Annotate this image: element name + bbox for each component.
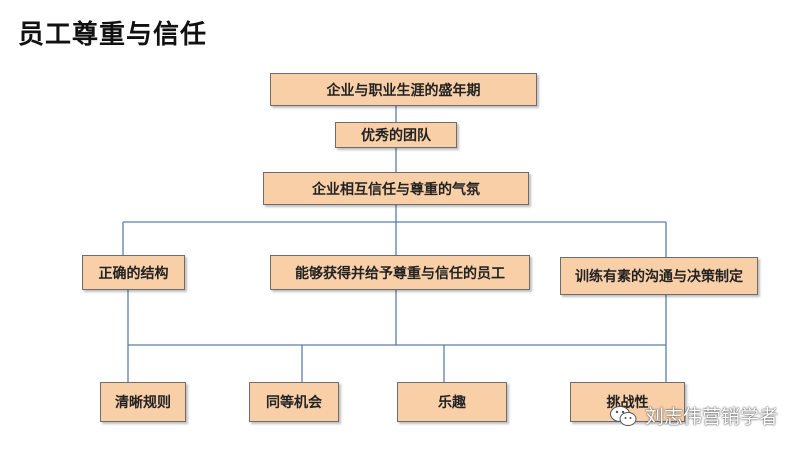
node-equal-opportunity: 同等机会 — [249, 382, 339, 422]
node-career-peak: 企业与职业生涯的盛年期 — [270, 73, 537, 106]
watermark-text: 刘志伟营销学者 — [644, 406, 778, 428]
page-title: 员工尊重与信任 — [18, 20, 208, 50]
wechat-icon — [609, 405, 637, 426]
node-fun: 乐趣 — [397, 382, 507, 422]
node-respected-employees: 能够获得并给予尊重与信任的员工 — [270, 255, 530, 290]
node-mutual-trust-atmosphere: 企业相互信任与尊重的气氛 — [263, 172, 529, 205]
watermark: 刘志伟营销学者 — [609, 402, 778, 429]
node-correct-structure: 正确的结构 — [82, 255, 185, 290]
node-clear-rules: 清晰规则 — [100, 382, 186, 422]
node-excellent-team: 优秀的团队 — [335, 122, 457, 148]
node-communication-decision: 训练有素的沟通与决策制定 — [560, 257, 758, 295]
